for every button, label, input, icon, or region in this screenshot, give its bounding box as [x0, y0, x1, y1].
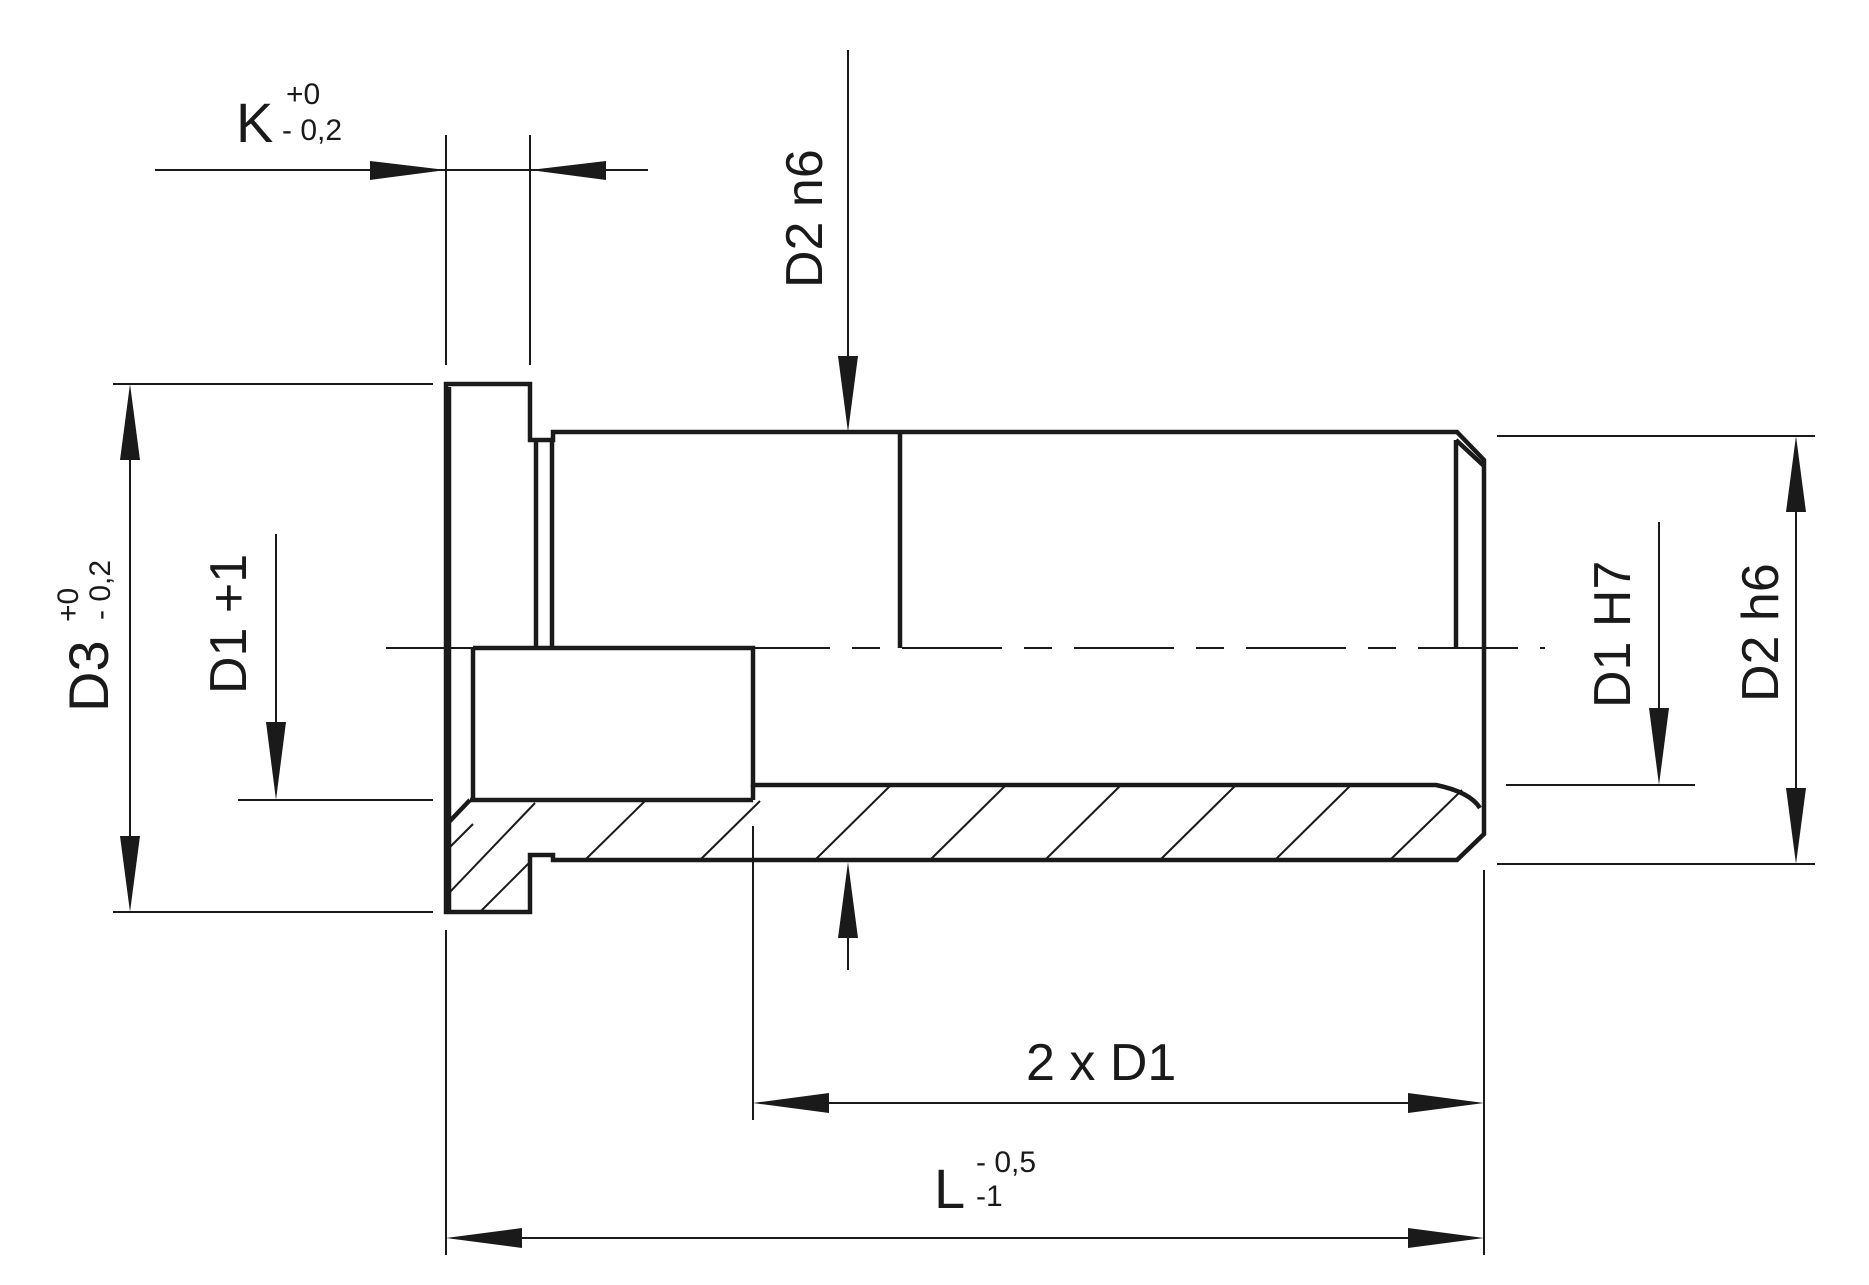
arrowhead-d1-plus1	[266, 722, 286, 800]
dimension-d2-h6	[1786, 436, 1806, 864]
arrowhead-2xd1-left	[753, 1093, 829, 1113]
dimension-d1-h7	[1649, 522, 1669, 785]
label-d3-tol-lower: - 0,2	[84, 560, 117, 620]
arrowhead-d3-top	[120, 384, 140, 460]
label-d3: D3	[57, 640, 120, 712]
dimension-2xd1	[753, 1093, 1484, 1113]
label-k: K	[236, 91, 273, 154]
arrowhead-l-left	[446, 1228, 522, 1248]
arrowhead-k-left	[370, 161, 446, 180]
label-2xd1: 2 x D1	[1026, 1034, 1176, 1092]
label-k-tol-upper: +0	[286, 78, 320, 111]
label-l-tol-lower: -1	[976, 1180, 1003, 1213]
extension-lines	[113, 135, 1815, 1255]
dimension-l	[446, 1228, 1484, 1248]
label-k-tol-lower: - 0,2	[282, 114, 342, 147]
label-d1-h7: D1 H7	[1584, 561, 1642, 708]
label-l-tol-upper: - 0,5	[976, 1146, 1036, 1179]
arrowhead-d2-h6-bottom	[1786, 788, 1806, 864]
label-l: L	[934, 1157, 965, 1220]
flange-inner-face-line	[447, 798, 472, 824]
arrowhead-d2-n6-top	[838, 356, 858, 432]
chamfer-diagonal-upper	[1454, 438, 1486, 468]
arrowhead-k-right	[530, 161, 606, 180]
dimension-d3	[120, 384, 140, 912]
section-hatching	[448, 785, 1463, 913]
arrowhead-d1-h7	[1649, 708, 1669, 785]
arrowhead-d2-h6-top	[1786, 436, 1806, 512]
label-d2-n6: D2 n6	[776, 149, 834, 288]
arrowhead-2xd1-right	[1408, 1093, 1484, 1113]
dimension-d1-plus1	[266, 534, 286, 800]
label-d2-h6: D2 h6	[1732, 563, 1790, 702]
part-outline	[443, 381, 1487, 915]
arrowhead-l-right	[1408, 1228, 1484, 1248]
inner-bore-profile	[473, 645, 1482, 810]
arrowhead-d3-bottom	[120, 836, 140, 912]
label-d3-tol-upper: +0	[52, 588, 85, 622]
label-d1-plus1: D1 +1	[200, 554, 258, 694]
dimension-k	[155, 161, 648, 180]
arrowhead-d2-n6-bottom	[838, 862, 858, 938]
dimension-d2-n6	[838, 50, 858, 970]
